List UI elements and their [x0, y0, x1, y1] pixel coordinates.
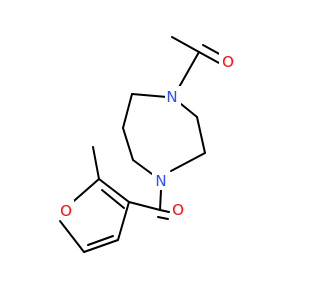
bond-carbonyl-oxygen-1	[198, 51, 220, 64]
bond-furan-c5-c4	[83, 239, 119, 253]
bond-furan-o-c5	[59, 220, 85, 253]
bond-furan-c5-c4-inner	[87, 235, 114, 246]
bond-n2-carbonyl	[159, 189, 162, 211]
bond-n2-c4	[170, 152, 206, 172]
molecule-diagram: N N O O O	[58, 36, 235, 253]
nitrogen-atom-1-label: N	[166, 88, 177, 106]
bond-c3-n2	[132, 159, 153, 175]
bond-furan-c3-c2-inner	[101, 189, 125, 209]
structure-canvas: N N O O O	[58, 36, 235, 253]
bond-furan-c4-c3	[117, 201, 130, 241]
bond-c4-c5	[196, 116, 206, 154]
bonds	[59, 36, 224, 253]
bond-furan-methyl	[92, 146, 100, 180]
label-backgrounds	[58, 51, 235, 220]
bond-c2-c3	[122, 127, 134, 161]
bond-furan-c3-c2	[98, 178, 130, 203]
bond-carbonyl-n1	[177, 51, 200, 90]
bond-carbonyl-furan	[128, 201, 161, 211]
bond-c5-n1	[180, 103, 198, 118]
acetyl-oxygen-label: O	[222, 53, 234, 71]
furan-oxygen-label: O	[60, 202, 72, 220]
bond-c1-c2	[122, 93, 133, 129]
bond-carbonyl-oxygen-amide-1	[159, 209, 170, 213]
bond-carbonyl-oxygen-amide-2	[157, 216, 169, 220]
bond-n1-c1	[131, 93, 168, 98]
amide-oxygen-label: O	[172, 201, 184, 219]
bond-methyl-carbonyl	[171, 36, 200, 53]
nitrogen-atom-2-label: N	[155, 172, 166, 190]
